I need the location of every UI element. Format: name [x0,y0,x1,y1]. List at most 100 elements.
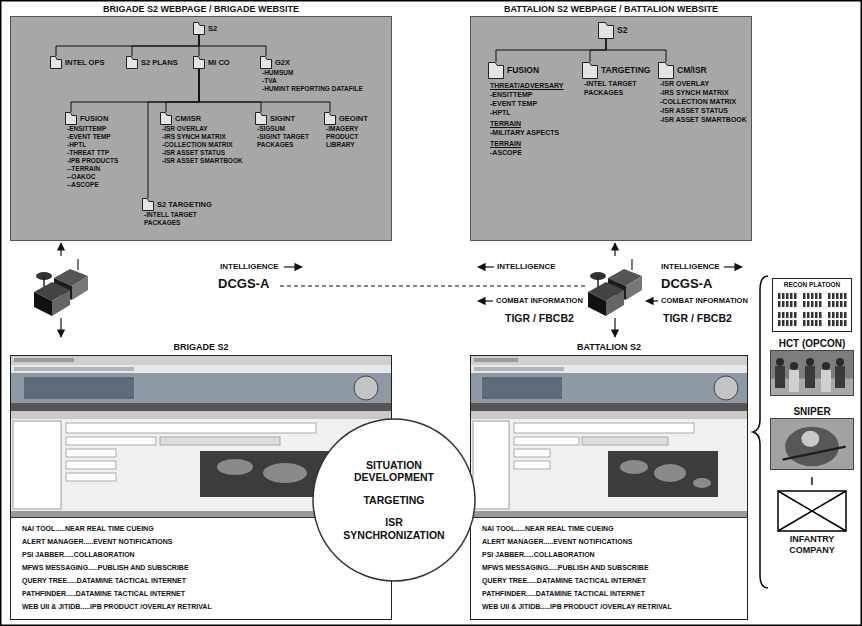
soldier-figure [819,301,822,307]
soldier-figure [790,320,793,326]
list-item: -SIGSUM [255,125,321,133]
folder-title: G2X [260,56,386,69]
status-bar [471,511,747,517]
folder-title: SIGINT [255,112,321,125]
unit-picture-box: RECON PLATOON [772,278,852,332]
list-item: -SIGINT TARGET PACKAGES [255,133,321,149]
photo-figure [775,366,785,388]
infantry-symbol [777,490,847,532]
soldier-figure [782,320,785,326]
folder-outline [66,113,77,125]
unit-name: SNIPER [770,406,854,418]
photo-figure [821,370,831,392]
webpage-panel: BRIGADE S2 WEBPAGE / BRIGADE WEBSITES2IN… [10,2,392,241]
soldier-figure [782,293,785,299]
folder-node: G2X-HUMSUM-TVA-HUMINT REPORTING DATAFILE [260,56,386,93]
tool-line: MFWS MESSAGING.....PUBLISH AND SUBSCRIBE [482,561,672,574]
folder-outline [51,57,62,69]
folder-icon [65,112,77,125]
circle-shape [313,419,475,581]
screenshot-art [471,356,748,620]
photo-ground [770,418,854,470]
tree-connector [199,35,266,56]
folder-title: S2 [193,22,227,35]
window-bar [14,358,74,362]
list-item: -COLLECTION MATRIX [658,97,748,106]
soldier-figure [815,312,818,318]
panel-ground [11,17,392,241]
label-anchor: INTELLIGENCE [661,262,720,272]
folder-title: INTEL OPS [50,56,112,69]
list-item: -HPTL [488,108,576,117]
list-item: -ASCOPE [488,148,576,157]
list-item: -IRS SYNCH MATRIX [658,88,748,97]
list-item: -HUMSUM [260,69,386,77]
soldier-figure [803,320,806,326]
window-bar [471,365,747,373]
tool-line: WEB UII & JITIDB.....IPB PRODUCT /OVERLA… [482,600,672,613]
folder-node: S2 [598,22,632,39]
soldier-figure [803,312,806,318]
folder-node: GEOINT-IMAGERY PRODUCT LIBRARY [324,112,388,149]
flow-arrow [284,266,302,267]
separator [471,517,747,518]
symbol-cross [778,491,846,531]
photo-figure [836,358,844,366]
tool-line: NAI TOOL.....NEAR REAL TIME CUEING [482,522,672,535]
folder-outline [143,199,154,211]
picture-border [773,279,852,332]
soldier-figure [844,320,847,326]
list-item: --OAKOC [65,173,137,181]
circle-text: SITUATION DEVELOPMENT [338,459,450,484]
flow-label: INTELLIGENCE [661,262,720,272]
dcgs-icon [34,259,88,316]
soldier-figure [815,320,818,326]
folder-title: S2 TARGETING [142,198,224,211]
list-item: -ISR OVERLAY [160,125,248,133]
form-field [160,437,280,445]
soldier-figure [807,293,810,299]
side-panel [13,421,61,509]
tool-list: NAI TOOL.....NEAR REAL TIME CUEINGALERT … [482,522,672,613]
folder-icon [126,56,138,69]
folder-outline [261,57,272,69]
tab-bar [471,403,747,411]
photo-figure [790,362,798,370]
form-field [66,449,116,457]
flow-label: INTELLIGENCE [220,262,279,272]
soldier-figure [832,320,835,326]
list-item: -HUMINT REPORTING DATAFILE [260,85,386,93]
flow-label: DCGS-A [661,276,712,292]
soldier-figure [807,320,810,326]
form-field [514,423,694,433]
list-item: -ISR OVERLAY [658,79,748,88]
icon-part [588,292,606,316]
panel-ground [471,17,752,241]
circle-text: ISR SYNCHRONIZATION [338,516,450,541]
dcgs-icon [588,259,642,316]
tool-list: NAI TOOL.....NEAR REAL TIME CUEINGALERT … [22,522,212,613]
folder-node: S2 TARGETING-INTELL TARGET PACKAGES [142,198,224,227]
flow-arrow [60,318,61,337]
folder-icon [324,112,336,125]
unit-name: INFANTRY COMPANY [770,534,854,556]
soldier-figure [790,301,793,307]
photo-figure [789,370,799,392]
window-bar [11,356,391,365]
label-anchor: DCGS-A [661,276,712,292]
folder-title: MI CO [193,56,243,69]
flow-label: DCGS-A [218,276,269,292]
tree-connector [71,69,199,112]
list-item: -EVENT TEMP [488,99,576,108]
list-item: --TERRAIN [65,165,137,173]
map-land [263,463,307,483]
soldier-figure [828,301,831,307]
soldier-figure [844,312,847,318]
soldier-figure [794,312,797,318]
soldier-figure [786,293,789,299]
soldier-figure [778,293,781,299]
tool-line: NAI TOOL.....NEAR REAL TIME CUEING [22,522,212,535]
banner-seal [714,376,738,400]
soldier-figure [786,301,789,307]
